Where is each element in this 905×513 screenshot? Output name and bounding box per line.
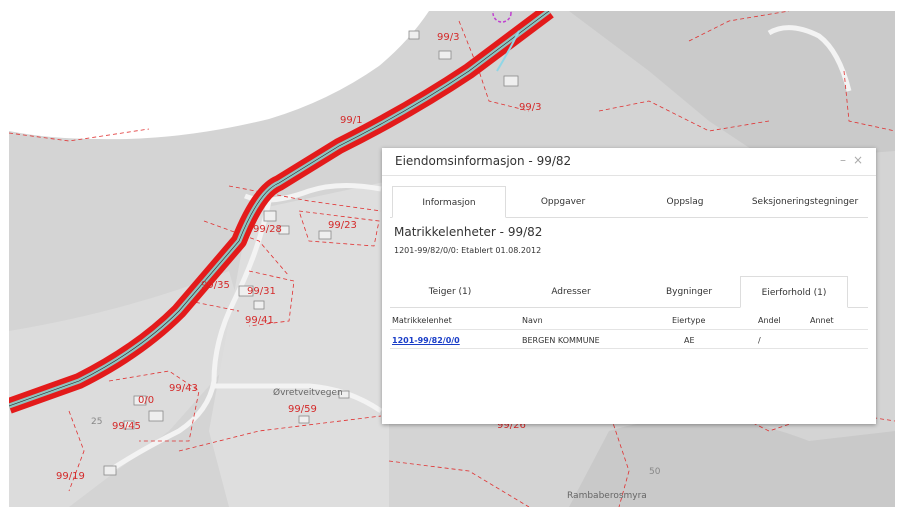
parcel-label[interactable]: 99/28 — [253, 224, 282, 235]
table-divider — [390, 329, 868, 330]
close-icon[interactable]: × — [853, 153, 864, 167]
subtab-bygninger[interactable]: Bygninger — [665, 287, 713, 297]
ownership-share: / — [758, 336, 761, 345]
terrain-shade — [569, 11, 895, 161]
registration-info: 1201-99/82/0/0: Etablert 01.08.2012 — [394, 246, 542, 255]
column-header-annet: Annet — [810, 316, 834, 325]
parcel-label[interactable]: 99/59 — [288, 404, 317, 415]
subtab-adresser[interactable]: Adresser — [551, 287, 591, 297]
sub-tabs: Teiger (1) Adresser Bygninger Eierforhol… — [390, 276, 868, 308]
main-tabs: Informasjon Oppgaver Oppslag Seksjonerin… — [390, 186, 868, 218]
stream — [496, 30, 520, 72]
tab-seksjoneringstegninger[interactable]: Seksjoneringstegninger — [751, 197, 859, 207]
area-name-label: Rambaberosmyra — [567, 491, 647, 501]
parcel-label[interactable]: 99/26 — [497, 420, 526, 431]
parcel-label[interactable]: 99/3 — [519, 102, 542, 113]
dialog-titlebar[interactable]: Eiendomsinformasjon - 99/82 – × — [382, 148, 876, 176]
dialog-title: Eiendomsinformasjon - 99/82 — [395, 154, 572, 168]
parcel-label[interactable]: 0/0 — [138, 395, 155, 406]
lake — [9, 11, 429, 140]
table-divider — [390, 348, 868, 349]
terrain-shade — [569, 418, 895, 507]
subtab-teiger[interactable]: Teiger (1) — [428, 287, 472, 297]
column-header-andel: Andel — [758, 316, 781, 325]
buildings — [103, 30, 519, 476]
terrain-shade — [9, 271, 249, 507]
owner-type: AE — [684, 336, 695, 345]
parcel-boundaries — [9, 11, 895, 507]
minor-road — [767, 25, 852, 92]
terrain-shade — [209, 181, 389, 507]
subtab-eierforhold[interactable]: Eierforhold (1) — [740, 276, 848, 308]
parcel-label[interactable]: 99/31 — [247, 286, 276, 297]
parcel-label[interactable]: 99/3 — [437, 32, 460, 43]
owner-name: BERGEN KOMMUNE — [522, 336, 600, 345]
parcel-label[interactable]: 99/45 — [112, 421, 141, 432]
parcel-label[interactable]: 99/35 — [201, 280, 230, 291]
parcel-label[interactable]: 99/43 — [169, 383, 198, 394]
parcel-label[interactable]: 99/23 — [328, 220, 357, 231]
section-title: Matrikkelenheter - 99/82 — [394, 225, 543, 239]
purple-marker-icon — [492, 11, 512, 23]
contour-label: 25 — [91, 417, 103, 427]
tab-oppgaver[interactable]: Oppgaver — [540, 197, 586, 207]
contour-label: 50 — [649, 467, 661, 477]
parcel-label[interactable]: 99/41 — [245, 315, 274, 326]
column-header-matrikkelenhet: Matrikkelenhet — [392, 316, 452, 325]
minimize-icon[interactable]: – — [840, 153, 846, 167]
column-header-eiertype: Eiertype — [672, 316, 706, 325]
parcel-label[interactable]: 99/1 — [340, 115, 363, 126]
matrikkelenhet-link[interactable]: 1201-99/82/0/0 — [392, 336, 460, 345]
road-name-label: Øvretveitvegen — [273, 388, 343, 398]
map-graphics — [9, 11, 895, 507]
property-info-dialog[interactable]: Eiendomsinformasjon - 99/82 – × Informas… — [382, 148, 876, 424]
column-header-navn: Navn — [522, 316, 543, 325]
minor-road — [214, 383, 383, 414]
tab-oppslag[interactable]: Oppslag — [666, 197, 704, 207]
main-road-centerline — [9, 11, 550, 407]
parcel-label[interactable]: 99/19 — [56, 471, 85, 482]
tab-informasjon[interactable]: Informasjon — [392, 186, 506, 218]
